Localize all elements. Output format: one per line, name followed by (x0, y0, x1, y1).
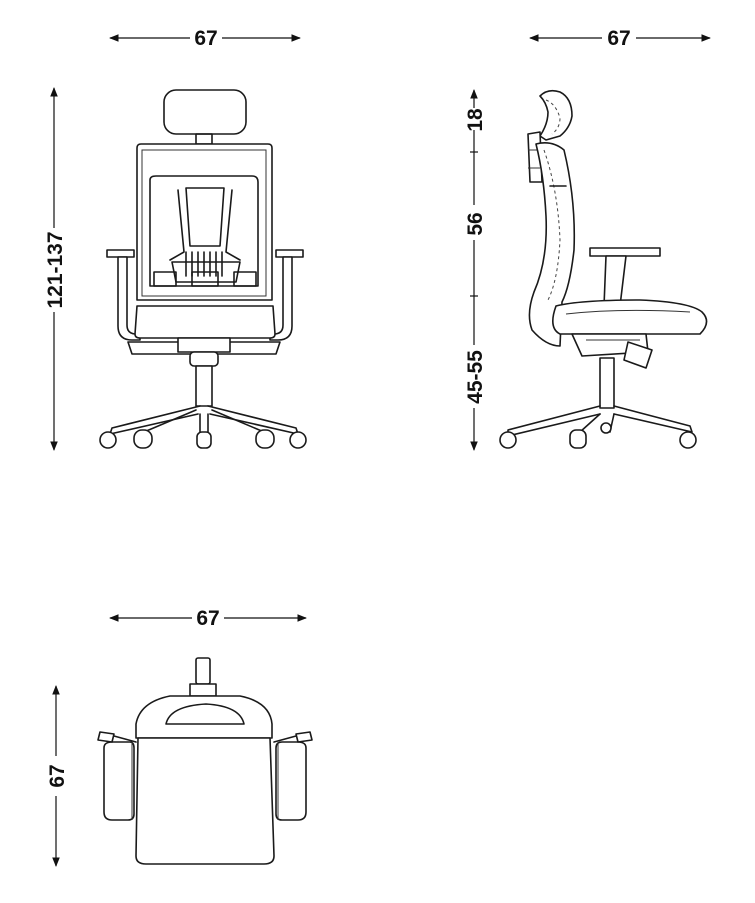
seat-side (552, 299, 708, 335)
headrest-top (195, 657, 211, 685)
side-height-dimensions: 18 56 45-55 (464, 89, 487, 451)
top-width-dimension: 67 (109, 607, 307, 630)
headrest-height-label: 18 (464, 108, 487, 132)
caster (255, 429, 275, 449)
left-armrest-top (103, 741, 135, 821)
top-chair-drawing (97, 657, 313, 865)
side-depth-label: 67 (607, 27, 630, 50)
backrest-side (528, 142, 576, 347)
top-width-label: 67 (196, 607, 219, 630)
headrest-side (539, 89, 573, 141)
backrest-top (135, 695, 273, 739)
front-height-label: 121-137 (44, 231, 67, 308)
right-armrest-top (275, 741, 307, 821)
top-depth-dimension: 67 (46, 685, 69, 867)
front-chair-drawing (99, 89, 307, 449)
caster (600, 422, 612, 434)
headrest (163, 89, 247, 135)
caster (679, 431, 697, 449)
seat-height-label: 45-55 (464, 350, 487, 404)
backrest (136, 143, 273, 301)
front-width-label: 67 (194, 27, 217, 50)
side-depth-dimension: 67 (529, 27, 711, 50)
right-armrest (275, 249, 304, 258)
caster (133, 429, 153, 449)
caster (99, 431, 117, 449)
seat-top (135, 737, 275, 865)
front-height-dimension: 121-137 (44, 87, 67, 451)
caster (289, 431, 307, 449)
caster (196, 431, 212, 449)
caster (569, 429, 587, 449)
seat (134, 305, 276, 339)
front-width-dimension: 67 (109, 27, 301, 50)
armrest-side (589, 247, 661, 257)
side-view: 67 18 56 45-55 (464, 27, 711, 451)
top-depth-label: 67 (46, 764, 69, 787)
left-armrest (106, 249, 135, 258)
side-chair-drawing (499, 89, 708, 449)
backrest-height-label: 56 (464, 212, 487, 235)
caster (499, 431, 517, 449)
top-view: 67 67 (46, 607, 313, 867)
front-view: 67 121-137 (44, 27, 307, 451)
